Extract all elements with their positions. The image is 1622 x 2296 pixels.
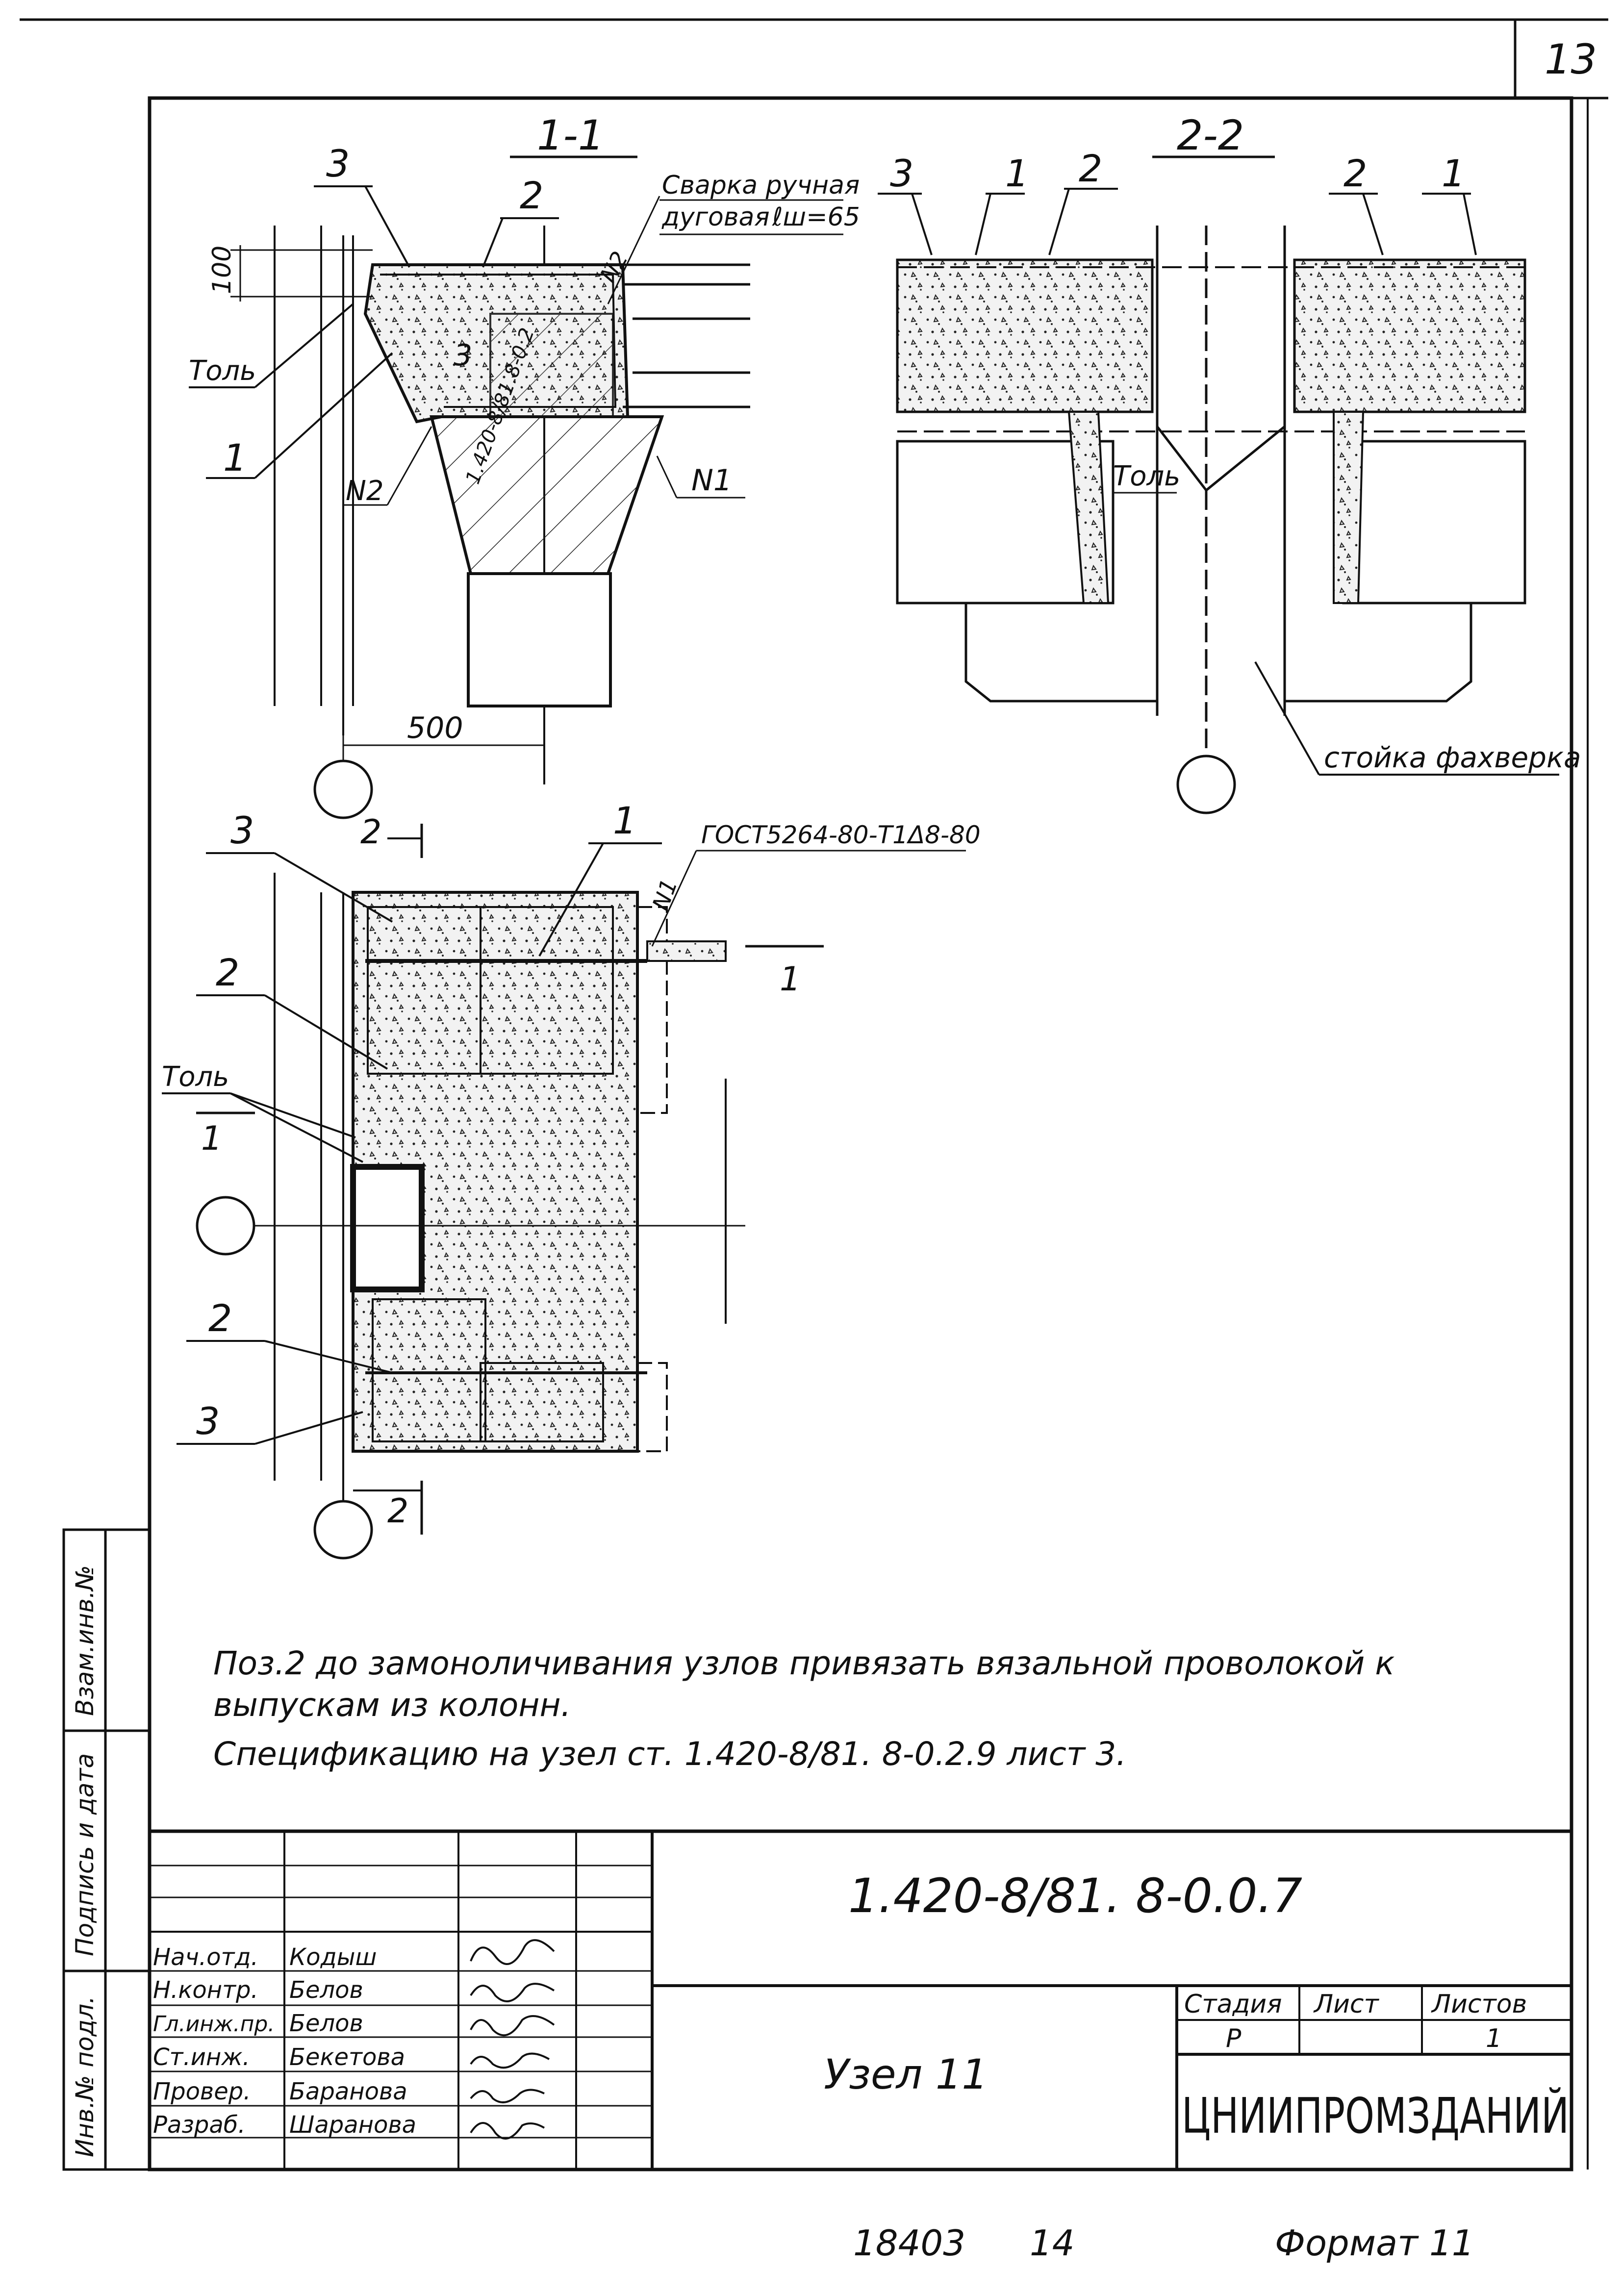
- role-1: Нач.отд.: [153, 1943, 258, 1971]
- tol-label-2-2: Толь: [1113, 460, 1180, 492]
- note-line-3: Спецификацию на узел ст. 1.420-8/81. 8-0…: [213, 1735, 1126, 1773]
- cut-2-bottom: 2: [387, 1492, 408, 1531]
- signatures: [470, 1939, 555, 2140]
- section-1-1-capital: [430, 415, 664, 575]
- format-label: Формат 11: [1275, 2222, 1474, 2264]
- n1-label-1-1: N1: [691, 463, 732, 498]
- sheet-frame: [20, 18, 1608, 2171]
- section-2-2-slab-left: [896, 258, 1154, 413]
- name-4: Бекетова: [289, 2044, 405, 2071]
- section-2-2-title: 2-2: [1177, 111, 1244, 159]
- plan-steel-box: [350, 1164, 425, 1292]
- name-2: Белов: [289, 1976, 363, 2004]
- tol-label-1-1: Толь: [189, 355, 256, 387]
- cut-1-left: 1: [201, 1119, 222, 1158]
- section-1-1-column: [467, 572, 612, 707]
- cut-2-top: 2: [360, 813, 381, 852]
- section-2-2-callout-2a: 2: [1079, 147, 1102, 190]
- role-2: Н.контр.: [153, 1976, 258, 2004]
- weld-note-line2: дуговая: [661, 202, 770, 232]
- section-1-1-title: 1-1: [537, 111, 604, 159]
- drawing-name: Узел 11: [824, 2050, 988, 2098]
- plan-view: 2 2 1 1 3 1 ГОСТ5264-80-Т1Δ8-80 N1 2 Тол…: [162, 799, 981, 1560]
- side-stamp-cell-2: Подпись и дата: [71, 1753, 99, 1956]
- axis-bubble-1-1: [313, 759, 373, 819]
- name-5: Баранова: [289, 2078, 407, 2105]
- plan-n1-label: N1: [647, 875, 683, 913]
- plan-callout-3-bottom: 3: [196, 1399, 220, 1443]
- org-name: ЦНИИПРОМЗДАНИЙ: [1182, 2087, 1569, 2145]
- sheet-header: Лист: [1313, 1990, 1379, 2019]
- section-2-2-callout-3: 3: [890, 151, 913, 195]
- section-2-2: 2-2 Толь 3 1 2: [878, 111, 1581, 814]
- plan-callout-2-upper: 2: [216, 951, 239, 994]
- title-block-roles: Нач.отд. Кодыш Н.контр. Белов Гл.инж.пр.…: [153, 1943, 416, 2139]
- title-block: [150, 1829, 1571, 2170]
- gost-note: ГОСТ5264-80-Т1Δ8-80: [701, 821, 981, 849]
- side-stamp-cell-3: Инв.№ подл.: [71, 1996, 99, 2157]
- copy-number: 14: [1030, 2222, 1075, 2264]
- archive-number: 18403: [853, 2222, 965, 2264]
- role-6: Разраб.: [153, 2111, 246, 2139]
- section-1-1-callout-3: 3: [326, 142, 350, 185]
- section-1-1-mark-3: 3: [454, 338, 472, 373]
- section-2-2-slab-right: [1293, 258, 1526, 413]
- note-line-2: выпускам из колонн.: [213, 1686, 571, 1724]
- sheets-value: 1: [1486, 2024, 1502, 2053]
- axis-bubble-plan-left: [196, 1196, 255, 1256]
- stage-header: Стадия: [1184, 1990, 1282, 2019]
- side-stamp-cell-1: Взам.инв.№: [71, 1565, 99, 1716]
- name-1: Кодыш: [289, 1943, 377, 1971]
- section-1-1-callout-2: 2: [520, 174, 543, 217]
- role-3: Гл.инж.пр.: [153, 2012, 275, 2037]
- stage-value: Р: [1226, 2024, 1242, 2053]
- axis-bubble-2-2: [1176, 755, 1236, 814]
- dim-100: 100: [207, 246, 237, 294]
- dim-500: 500: [407, 711, 463, 745]
- section-2-2-callout-1a: 1: [1005, 151, 1029, 195]
- sheets-header: Листов: [1431, 1990, 1527, 2019]
- plan-callout-2-lower: 2: [208, 1296, 232, 1340]
- n2-label-lower: N2: [346, 475, 384, 507]
- section-1-1-callout-1: 1: [223, 436, 247, 479]
- cut-1-right: 1: [780, 960, 801, 999]
- note-line-1: Поз.2 до замоноличивания узлов привязать…: [213, 1644, 1394, 1682]
- axis-bubble-plan-bottom: [313, 1500, 373, 1560]
- section-2-2-callout-1b: 1: [1442, 151, 1465, 195]
- section-2-2-callout-2b: 2: [1343, 151, 1367, 195]
- side-stamp: [62, 1528, 151, 2171]
- weld-note-line1: Сварка ручная: [662, 171, 860, 200]
- role-4: Ст.инж.: [153, 2044, 250, 2071]
- frame-label: стойка фахверка: [1324, 741, 1581, 774]
- plan-callout-1: 1: [613, 799, 636, 842]
- page-number: 13: [1545, 35, 1597, 83]
- section-1-1: 1-1: [189, 111, 860, 819]
- name-6: Шаранова: [289, 2111, 416, 2139]
- plan-tol-label: Толь: [162, 1061, 229, 1093]
- role-5: Провер.: [153, 2078, 251, 2105]
- doc-code: 1.420-8/81. 8-0.0.7: [848, 1868, 1302, 1923]
- weld-spec: ℓш=65: [772, 202, 860, 232]
- name-3: Белов: [289, 2010, 363, 2037]
- plan-callout-3-top: 3: [230, 808, 254, 852]
